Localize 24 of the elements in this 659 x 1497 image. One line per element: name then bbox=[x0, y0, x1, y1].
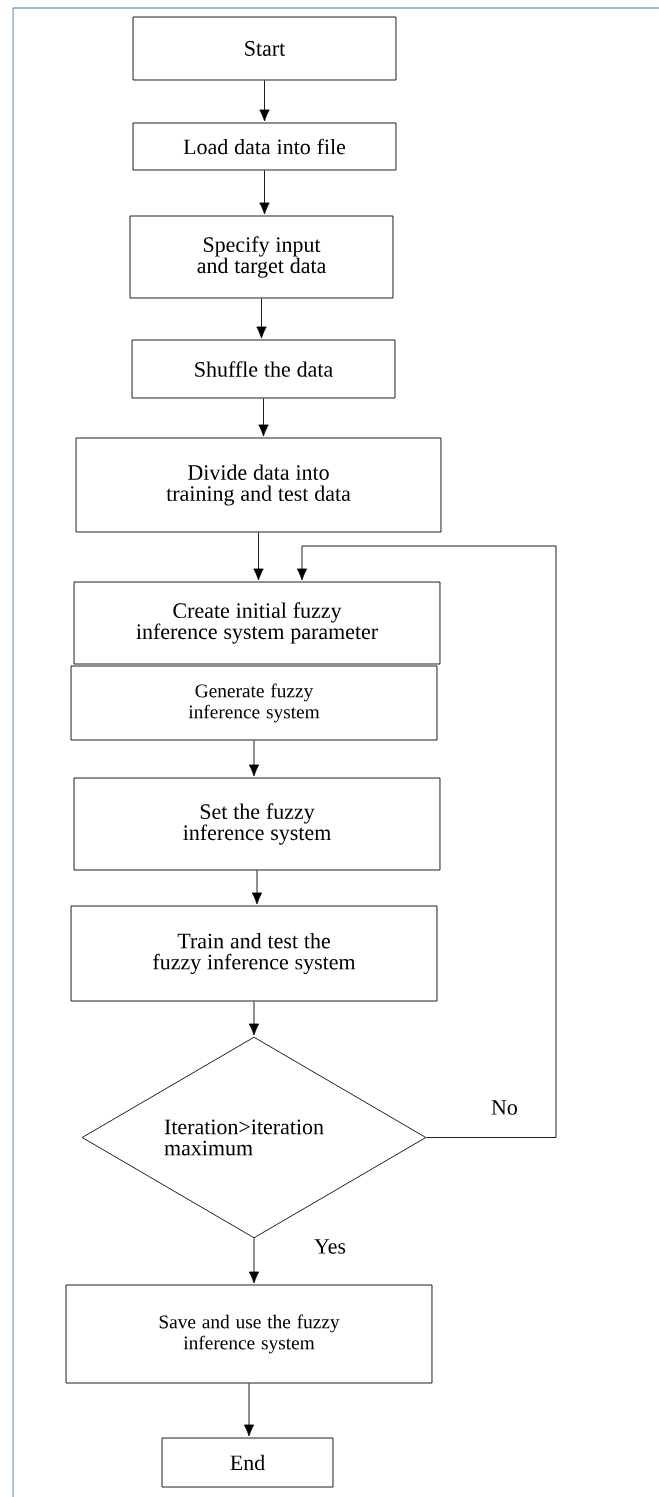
arrow bbox=[248, 1238, 260, 1284]
arrow bbox=[296, 545, 557, 1138]
arrow bbox=[253, 532, 264, 581]
process-box: Load data into file bbox=[132, 122, 397, 171]
arrow bbox=[256, 298, 267, 339]
process-box: Create initial fuzzy inference system parameter bbox=[73, 581, 441, 665]
process-box: Divide data into training and test data bbox=[75, 437, 442, 533]
process-box: Generate fuzzy inference system bbox=[70, 665, 438, 741]
arrow bbox=[259, 170, 270, 215]
process-box: Save and use the fuzzy inference system bbox=[65, 1284, 433, 1384]
arrow bbox=[259, 80, 270, 122]
arrow bbox=[258, 398, 269, 437]
process-box: Start bbox=[132, 16, 397, 81]
process-box: Shuffle the data bbox=[131, 339, 396, 399]
arrow bbox=[248, 1001, 260, 1036]
arrow bbox=[248, 740, 260, 777]
process-box: Specify input and target data bbox=[129, 215, 394, 299]
process-box: Set the fuzzy inference system bbox=[73, 777, 441, 871]
edge-label: Yes bbox=[312, 1237, 348, 1256]
edge-label: No bbox=[489, 1098, 520, 1117]
process-box: Train and test the fuzzy inference system bbox=[70, 905, 438, 1002]
arrow bbox=[243, 1383, 255, 1437]
arrow bbox=[251, 870, 263, 905]
process-box: End bbox=[161, 1437, 334, 1488]
